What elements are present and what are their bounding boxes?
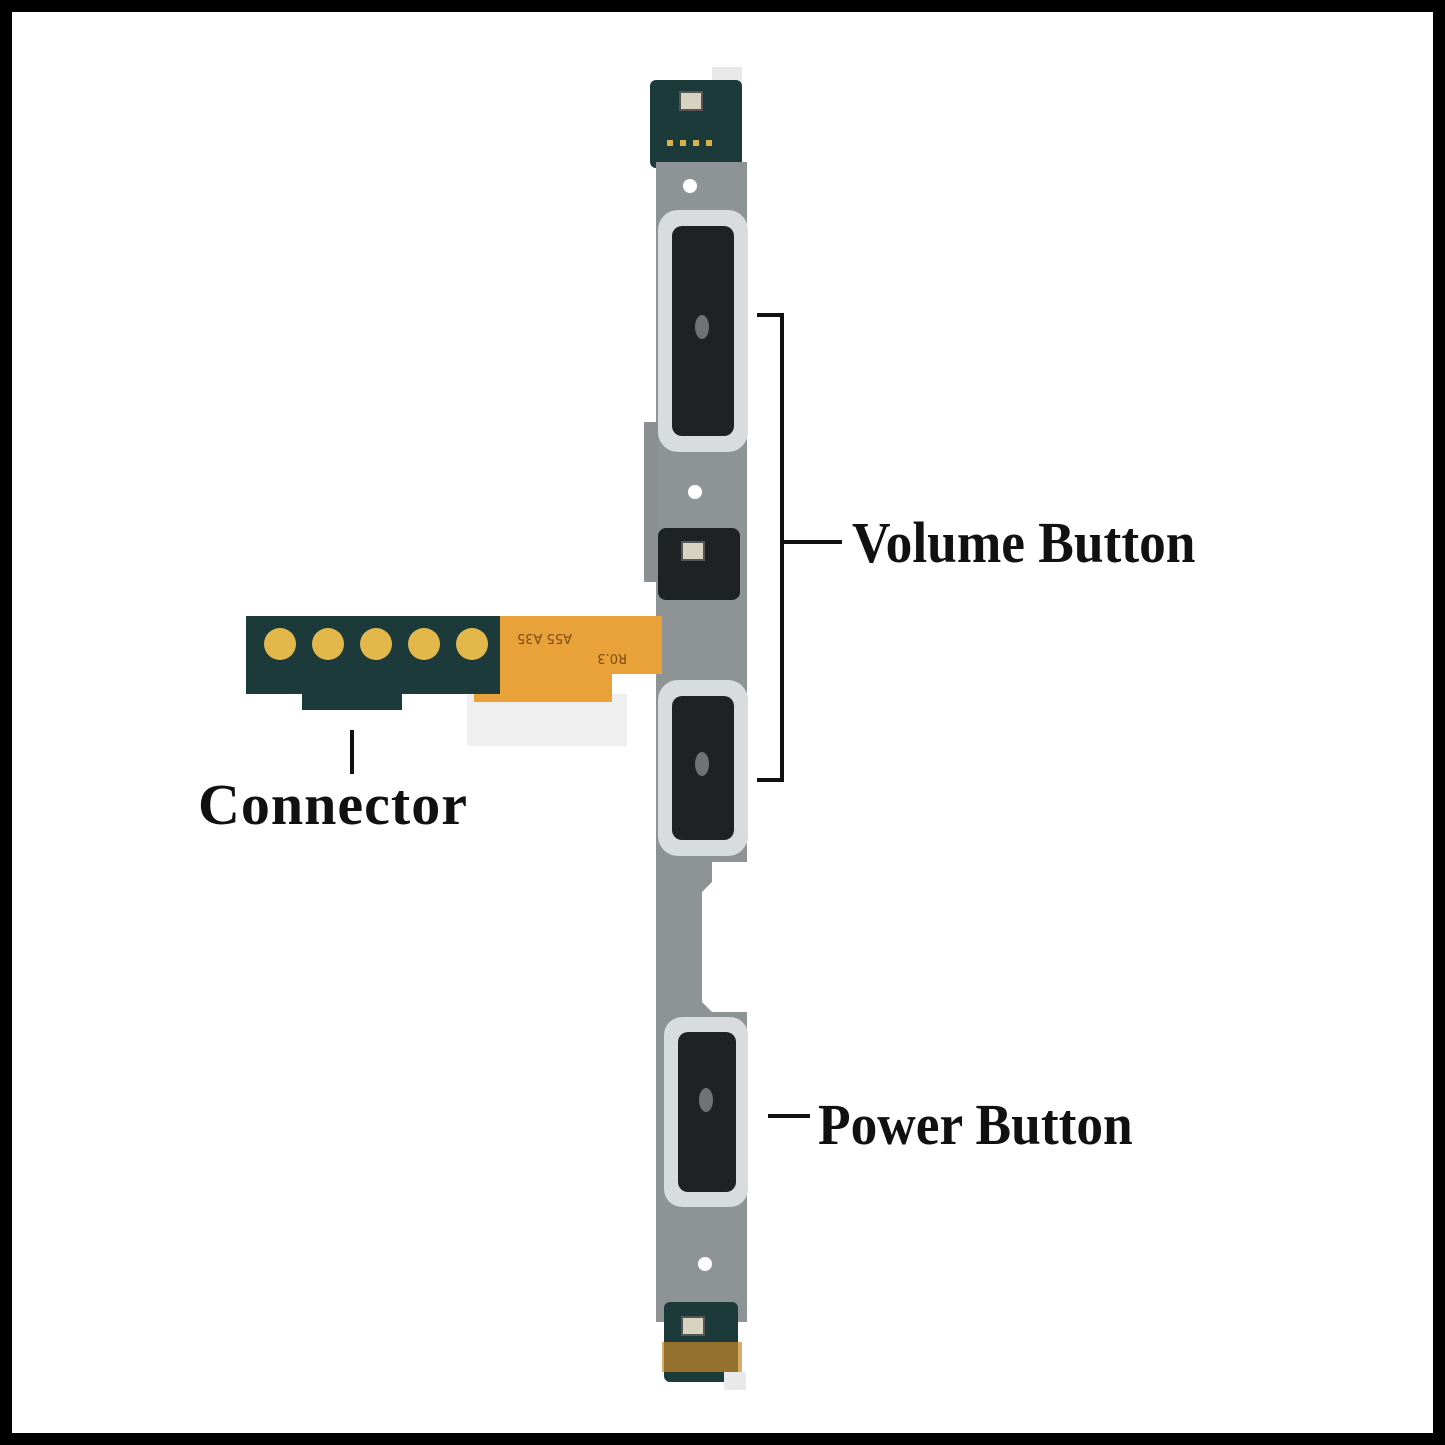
power-button-label: Power Button (818, 1092, 1133, 1157)
flex-ribbon: A55 A35 R0.3 (467, 616, 662, 746)
connector-board (246, 616, 500, 710)
power-key (664, 1017, 748, 1207)
volume-bracket-callout (757, 313, 842, 782)
volume-power-flex-cable-photo: A55 A35 R0.3 (246, 67, 842, 1390)
volume-up-key (658, 210, 748, 452)
contact-pad (264, 628, 296, 660)
volume-button-label: Volume Button (852, 510, 1196, 575)
contact-pad (408, 628, 440, 660)
bottom-pcb-tab (662, 1302, 746, 1390)
middle-clip (658, 528, 740, 600)
top-pcb-tab (650, 67, 742, 168)
image-frame: A55 A35 R0.3 Volume Button Power Button … (12, 12, 1433, 1433)
contact-pad (312, 628, 344, 660)
flex-print-line2: R0.3 (597, 650, 627, 665)
contact-pad (456, 628, 488, 660)
volume-down-key (658, 680, 748, 856)
contact-pad (360, 628, 392, 660)
flex-print-line1: A55 A35 (517, 630, 572, 645)
connector-label: Connector (198, 772, 468, 837)
